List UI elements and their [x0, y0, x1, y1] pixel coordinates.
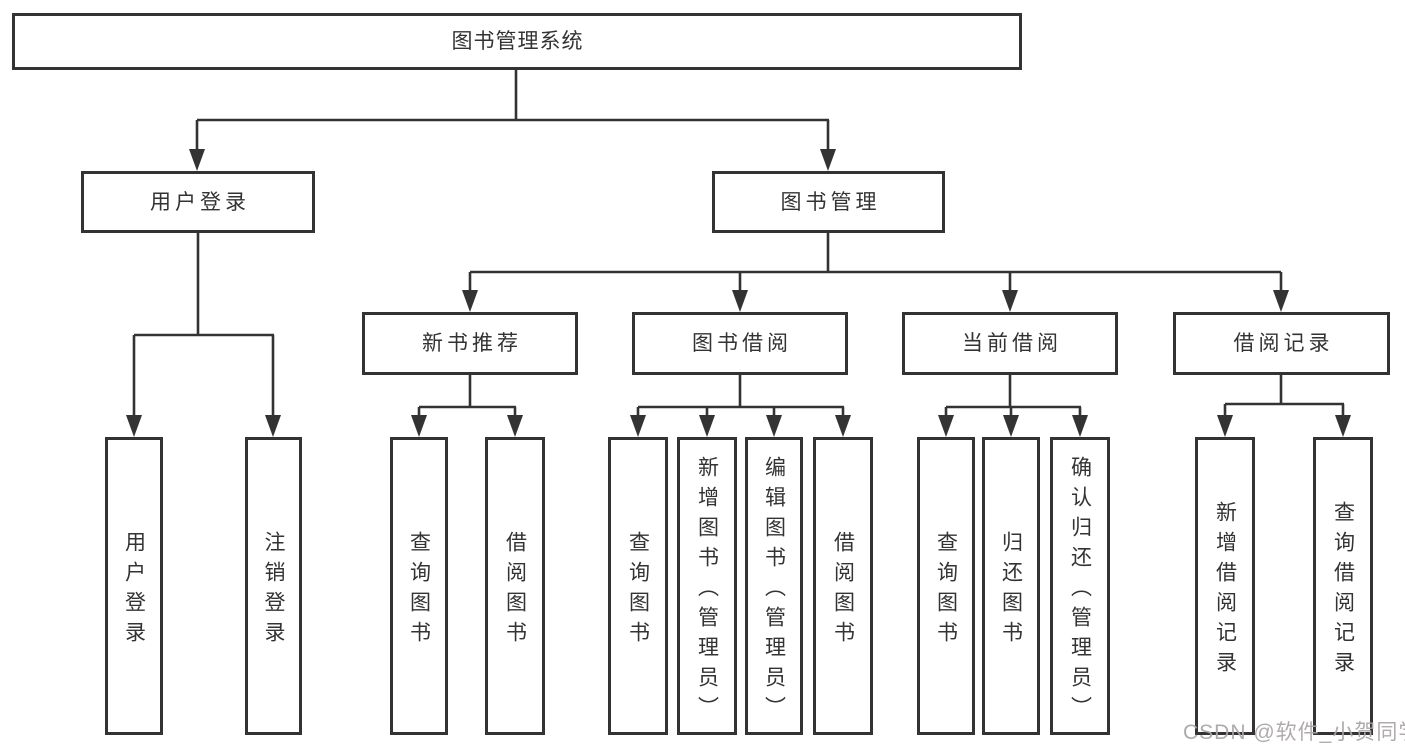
node-bb-add-books-admin: 新增图书（管理员）: [677, 437, 737, 735]
node-nb-query-books: 查询图书: [390, 437, 448, 735]
node-library-system: 图书管理系统: [12, 13, 1022, 70]
node-br-query-record: 查询借阅记录: [1313, 437, 1373, 735]
node-bb-edit-books-admin: 编辑图书（管理员）: [745, 437, 803, 735]
node-cb-query-books: 查询图书: [917, 437, 975, 735]
node-label: 新增图书（管理员）: [695, 455, 719, 726]
node-label: 用户登录: [150, 190, 250, 214]
node-label: 注销登录: [262, 530, 285, 651]
node-logout: 注销登录: [245, 437, 302, 735]
node-book-borrowing: 图书借阅: [632, 312, 848, 375]
node-label: 确认归还（管理员）: [1068, 455, 1092, 726]
node-label: 图书借阅: [692, 332, 792, 355]
node-current-borrowing: 当前借阅: [902, 312, 1118, 375]
node-label: 新书推荐: [422, 332, 522, 355]
node-br-add-record: 新增借阅记录: [1195, 437, 1255, 735]
node-label: 归还图书: [999, 530, 1023, 651]
node-book-management: 图书管理: [712, 171, 945, 233]
node-user-login-leaf: 用户登录: [105, 437, 163, 735]
node-nb-borrow-books: 借阅图书: [485, 437, 545, 735]
node-label: 编辑图书（管理员）: [762, 455, 786, 726]
node-label: 查询图书: [934, 530, 958, 651]
node-label: 查询图书: [407, 530, 431, 651]
node-bb-query-books: 查询图书: [608, 437, 668, 735]
node-cb-confirm-return-admin: 确认归还（管理员）: [1050, 437, 1110, 735]
node-label: 当前借阅: [962, 332, 1062, 355]
node-label: 借阅图书: [503, 530, 527, 651]
node-user-login: 用户登录: [81, 171, 315, 233]
node-label: 查询图书: [626, 530, 650, 651]
arrowheads: [126, 149, 1351, 437]
node-borrowing-records: 借阅记录: [1173, 312, 1390, 375]
node-label: 用户登录: [122, 530, 146, 651]
node-cb-return-books: 归还图书: [982, 437, 1040, 735]
node-label: 借阅记录: [1233, 332, 1334, 355]
node-label: 借阅图书: [831, 530, 855, 651]
node-label: 新增借阅记录: [1213, 500, 1237, 681]
node-new-book-recommend: 新书推荐: [362, 312, 578, 375]
node-label: 查询借阅记录: [1331, 500, 1355, 681]
node-bb-borrow-books: 借阅图书: [813, 437, 873, 735]
node-label: 图书管理系统: [451, 30, 584, 53]
node-label: 图书管理: [780, 190, 881, 214]
